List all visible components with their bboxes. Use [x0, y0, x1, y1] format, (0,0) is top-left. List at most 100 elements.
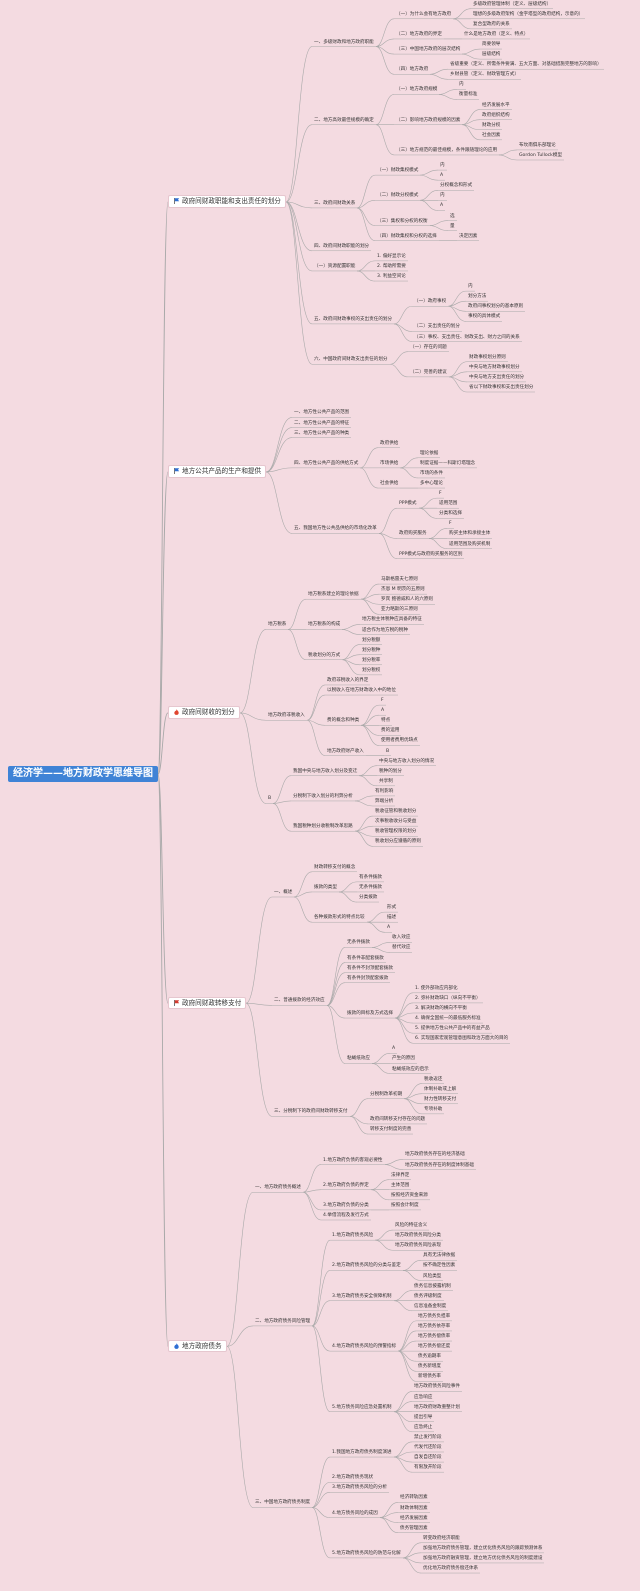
- subtopic-node[interactable]: 应急响应: [412, 1394, 434, 1402]
- subtopic-node[interactable]: （三）事权、支出责任、财政支出、财力之间的关系: [412, 334, 522, 342]
- branch-topic[interactable]: 地方公共产品的生产和提供: [168, 465, 267, 479]
- subtopic-node[interactable]: 一、多级财政和地方政府职能: [312, 39, 376, 47]
- subtopic-node[interactable]: 3. 解决财政的横向不平衡: [413, 1005, 469, 1013]
- subtopic-node[interactable]: 风险的特征含义: [393, 1223, 429, 1231]
- subtopic-node[interactable]: （一）政府事权: [412, 299, 448, 307]
- subtopic-node[interactable]: 拨款的类型: [312, 884, 339, 892]
- subtopic-node[interactable]: 地方债务偿债率: [416, 1334, 452, 1342]
- subtopic-node[interactable]: F: [379, 698, 386, 706]
- subtopic-node[interactable]: 2.地方政府债务风险的分类与鉴定: [330, 1263, 403, 1271]
- subtopic-node[interactable]: 层级结构: [480, 52, 502, 60]
- subtopic-node[interactable]: 市场的条件: [418, 470, 445, 478]
- subtopic-node[interactable]: 2. 帮助所需要: [375, 263, 408, 271]
- subtopic-node[interactable]: 费的运用: [379, 728, 401, 736]
- subtopic-node[interactable]: 专项补助: [422, 1106, 444, 1114]
- subtopic-node[interactable]: 地方税系的构成: [306, 622, 342, 630]
- subtopic-node[interactable]: 地方政府债务存在的经济基础: [403, 1152, 467, 1160]
- subtopic-node[interactable]: 债务逾期率: [416, 1354, 443, 1362]
- subtopic-node[interactable]: 地方税主体税种应具备的特征: [360, 617, 424, 625]
- subtopic-node[interactable]: 事权的具体模式: [466, 314, 502, 322]
- subtopic-node[interactable]: 划分税权: [360, 667, 382, 675]
- subtopic-node[interactable]: 分类和选择: [437, 511, 464, 519]
- subtopic-node[interactable]: 1. 偏好显示论: [375, 253, 408, 261]
- subtopic-node[interactable]: 政府非税收入的界定: [325, 677, 370, 685]
- subtopic-node[interactable]: 三、政府间财政关系: [312, 200, 357, 208]
- subtopic-node[interactable]: 3.地方政府负债的分类: [321, 1202, 371, 1210]
- subtopic-node[interactable]: 有条件非配套拨款: [345, 955, 386, 963]
- subtopic-node[interactable]: 二、地方政府债务风险管理: [253, 1318, 312, 1326]
- subtopic-node[interactable]: 地方税系建立的理论依据: [306, 592, 361, 600]
- subtopic-node[interactable]: 新增债务率: [416, 1374, 443, 1382]
- subtopic-node[interactable]: 风险类型: [421, 1273, 443, 1281]
- subtopic-node[interactable]: 内: [438, 163, 447, 171]
- subtopic-node[interactable]: 政府组织结构: [480, 112, 512, 120]
- subtopic-node[interactable]: 地方政府债务风险分类: [393, 1233, 443, 1241]
- subtopic-node[interactable]: 粘蝇纸效应: [345, 1056, 372, 1064]
- subtopic-node[interactable]: 4.地方债务风险的成因: [330, 1510, 380, 1518]
- subtopic-node[interactable]: 2. 弥补财政缺口（纵向不平衡）: [413, 995, 483, 1003]
- subtopic-node[interactable]: 加强地方政府债务管理，建立优化债务风险的跟踪预测体系: [421, 1545, 544, 1553]
- subtopic-node[interactable]: 以税收入在地方财政收入中的地位: [325, 688, 398, 696]
- subtopic-node[interactable]: 按不确定性因素: [421, 1263, 457, 1271]
- subtopic-node[interactable]: 特点: [379, 718, 392, 726]
- subtopic-node[interactable]: 省以下财政事权和支出责任划分: [467, 384, 535, 392]
- subtopic-node[interactable]: 四、地方性公共产品的供给方式: [292, 460, 360, 468]
- subtopic-node[interactable]: 债务新增度: [416, 1364, 443, 1372]
- subtopic-node[interactable]: 市场供给: [378, 460, 400, 468]
- subtopic-node[interactable]: 划分税率: [360, 657, 382, 665]
- subtopic-node[interactable]: 二、普通拨款的经济效应: [272, 998, 327, 1006]
- subtopic-node[interactable]: 按照会计制度: [389, 1202, 421, 1210]
- subtopic-node[interactable]: 应急终止: [412, 1424, 434, 1432]
- subtopic-node[interactable]: 自发自还阶段: [412, 1455, 444, 1463]
- subtopic-node[interactable]: 债务管理因素: [398, 1525, 430, 1533]
- subtopic-node[interactable]: 按照经济资金来源: [389, 1192, 430, 1200]
- subtopic-node[interactable]: 罗宾 鲍德威和人的六原则: [379, 597, 435, 605]
- subtopic-node[interactable]: 财政事权划分原则: [467, 354, 508, 362]
- subtopic-node[interactable]: 地方债务依存率: [416, 1323, 452, 1331]
- subtopic-node[interactable]: 地方债务偿还度: [416, 1344, 452, 1352]
- subtopic-node[interactable]: 有条件不封顶配套拨款: [345, 965, 395, 973]
- subtopic-node[interactable]: 有利影响: [373, 788, 395, 796]
- subtopic-node[interactable]: 一、地方政府债务概述: [253, 1185, 303, 1193]
- subtopic-node[interactable]: PPP模式: [397, 501, 419, 509]
- subtopic-node[interactable]: 财政体制因素: [398, 1505, 430, 1513]
- subtopic-node[interactable]: 税收征管和税收划分: [373, 809, 418, 817]
- subtopic-node[interactable]: 3. 利益空间论: [375, 274, 408, 282]
- subtopic-node[interactable]: 粘蝇纸效应的启示: [390, 1066, 431, 1074]
- subtopic-node[interactable]: 地方税系: [266, 622, 288, 630]
- subtopic-node[interactable]: 马斯格雷夫七原则: [379, 577, 420, 585]
- branch-topic[interactable]: 政府间财收的划分: [168, 706, 240, 720]
- subtopic-node[interactable]: 布坎南俱乐部理论: [517, 142, 558, 150]
- subtopic-node[interactable]: 地方债务负担率: [416, 1313, 452, 1321]
- subtopic-node[interactable]: 内: [457, 82, 466, 90]
- subtopic-node[interactable]: 3.地方政府债务风险的分析: [330, 1485, 389, 1493]
- subtopic-node[interactable]: （二）支出责任的划分: [412, 324, 462, 332]
- subtopic-node[interactable]: 内: [466, 284, 475, 292]
- subtopic-node[interactable]: 税收返还: [422, 1076, 444, 1084]
- subtopic-node[interactable]: A: [438, 203, 445, 211]
- subtopic-node[interactable]: 地方政府财产收入: [325, 748, 366, 756]
- subtopic-node[interactable]: 经济发展因素: [398, 1515, 430, 1523]
- subtopic-node[interactable]: 简要领导: [480, 42, 502, 50]
- subtopic-node[interactable]: （一）为什么会有地方政府: [394, 11, 453, 19]
- subtopic-node[interactable]: 替代效应: [390, 945, 412, 953]
- subtopic-node[interactable]: 社会因素: [480, 132, 502, 140]
- subtopic-node[interactable]: B: [266, 796, 273, 804]
- subtopic-node[interactable]: 财力性转移支付: [422, 1096, 458, 1104]
- subtopic-node[interactable]: 形式: [385, 905, 398, 913]
- subtopic-node[interactable]: 债务评级制度: [412, 1293, 444, 1301]
- subtopic-node[interactable]: 中央与地方财政事权划分: [467, 364, 522, 372]
- subtopic-node[interactable]: 禁止发行阶段: [412, 1434, 444, 1442]
- subtopic-node[interactable]: 无条件拨款: [357, 884, 384, 892]
- subtopic-node[interactable]: 拨款的目标及方式选择: [345, 1011, 395, 1019]
- subtopic-node[interactable]: 4.地方政府债务风险的预警指标: [330, 1344, 398, 1352]
- subtopic-node[interactable]: （三）中国地方政府的层次结构: [394, 47, 462, 55]
- subtopic-node[interactable]: 衡量标准: [457, 92, 479, 100]
- subtopic-node[interactable]: 法律界定: [389, 1172, 411, 1180]
- subtopic-node[interactable]: 乡财县管（定义、财政管理方式）: [448, 72, 521, 80]
- subtopic-node[interactable]: 弊端分析: [373, 798, 395, 806]
- subtopic-node[interactable]: 4. 确保全国统一的最低服务标准: [413, 1016, 483, 1024]
- subtopic-node[interactable]: 一、概述: [272, 889, 294, 897]
- subtopic-node[interactable]: 政府间转移支付存在的问题: [368, 1116, 427, 1124]
- subtopic-node[interactable]: 选: [448, 213, 457, 221]
